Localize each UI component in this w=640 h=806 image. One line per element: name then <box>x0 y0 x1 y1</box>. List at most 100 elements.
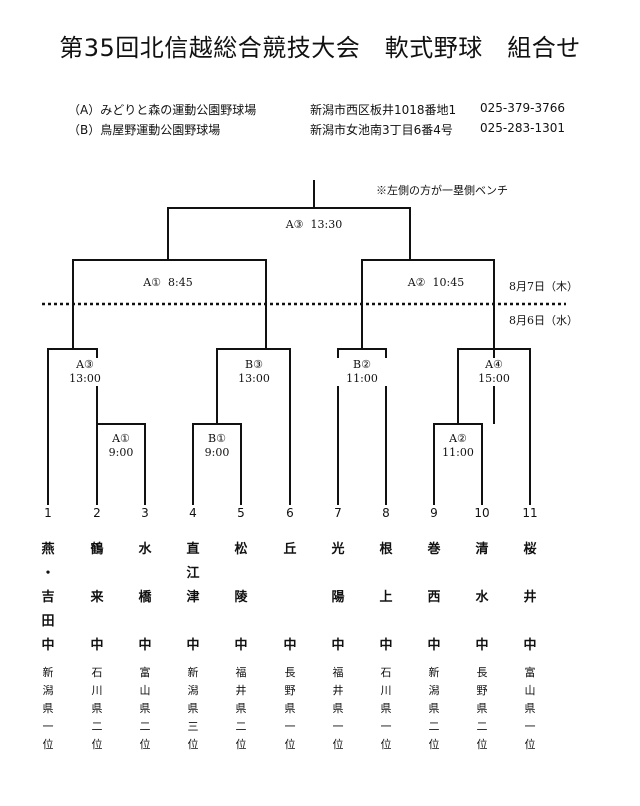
venue-a-name: （A）みどりと森の運動公園野球場 <box>68 103 257 117</box>
team-prefecture-rank: 長野県二位 <box>467 664 497 754</box>
team-pref-char: 潟 <box>428 684 440 697</box>
team-name-char: 陵 <box>234 590 248 605</box>
bracket-line-r1c <box>433 423 483 505</box>
team-name-char: 吉 <box>41 590 55 605</box>
team-name-char: 根 <box>379 542 393 557</box>
team-pref-char: 位 <box>235 738 247 751</box>
team-name-char <box>275 562 305 586</box>
team-name-char <box>515 610 545 634</box>
team-name-char <box>371 562 401 586</box>
team-pref-char: 長 <box>284 666 296 679</box>
team-name: 松陵中 <box>226 538 256 658</box>
team-name-char: 中 <box>331 638 345 653</box>
bracket-line-qf1 <box>47 348 98 505</box>
team-name-char: ・ <box>41 566 55 581</box>
team-name-char: 松 <box>234 542 248 557</box>
venue-b-address: 新潟市女池南3丁目6番4号 <box>310 123 453 137</box>
team-name-char <box>467 562 497 586</box>
team-pref-char: 井 <box>235 684 247 697</box>
team-pref-char: 潟 <box>187 684 199 697</box>
team-pref-char: 位 <box>91 738 103 751</box>
team-pref-char: 三 <box>187 720 199 733</box>
team-number: 3 <box>141 506 149 520</box>
team-pref-char: 野 <box>284 684 296 697</box>
team-pref-char: 川 <box>91 684 103 697</box>
team-name: 桜井中 <box>515 538 545 658</box>
team-pref-char: 新 <box>428 666 440 679</box>
team-pref-char: 位 <box>428 738 440 751</box>
venue-b-tel: 025-283-1301 <box>480 121 566 135</box>
page-title: 第35回北信越総合競技大会 軟式野球 組合せ <box>59 34 581 62</box>
team-name-char: 桜 <box>523 542 537 557</box>
team-number: 2 <box>93 506 101 520</box>
team-name-char <box>323 610 353 634</box>
team-pref-char: 二 <box>91 720 103 733</box>
team-pref-char: 位 <box>187 738 199 751</box>
team-pref-char: 一 <box>524 720 536 733</box>
team-pref-char: 位 <box>332 738 344 751</box>
team-pref-char: 富 <box>524 666 536 679</box>
team-pref-char: 二 <box>139 720 151 733</box>
team-pref-char: 石 <box>91 666 103 679</box>
team-prefecture-rank: 新潟県三位 <box>178 664 208 754</box>
team-name-char: 中 <box>90 638 104 653</box>
game-final-label: A③ 13:30 <box>276 218 352 232</box>
bracket-line-qf2 <box>216 348 291 505</box>
team-name-char: 田 <box>41 614 55 629</box>
team-name: 燕・吉田中 <box>33 538 63 658</box>
team-name-char <box>226 610 256 634</box>
team-pref-char: 一 <box>332 720 344 733</box>
team-name-char <box>275 586 305 610</box>
team-number: 11 <box>522 506 538 520</box>
team-pref-char: 富 <box>139 666 151 679</box>
team-name-char: 鶴 <box>90 542 104 557</box>
team-pref-char: 石 <box>380 666 392 679</box>
team-name-char: 巻 <box>427 542 441 557</box>
team-pref-char: 位 <box>476 738 488 751</box>
team-prefecture-rank: 新潟県二位 <box>419 664 449 754</box>
team-pref-char: 県 <box>332 702 344 715</box>
team-prefecture-rank: 富山県一位 <box>515 664 545 754</box>
team-pref-char: 新 <box>42 666 54 679</box>
team-number: 1 <box>44 506 52 520</box>
team-column: 11 桜井中富山県一位 <box>515 504 545 751</box>
team-name: 鶴来中 <box>82 538 112 658</box>
team-pref-char: 県 <box>235 702 247 715</box>
team-name-char <box>515 562 545 586</box>
team-name-char <box>82 610 112 634</box>
team-name-char <box>226 562 256 586</box>
team-name-char: 中 <box>427 638 441 653</box>
team-pref-char: 潟 <box>42 684 54 697</box>
team-name-char: 来 <box>90 590 104 605</box>
team-pref-char: 福 <box>235 666 247 679</box>
team-pref-char: 新 <box>187 666 199 679</box>
team-name-char: 丘 <box>283 542 297 557</box>
team-prefecture-rank: 石川県一位 <box>371 664 401 754</box>
team-pref-char: 山 <box>524 684 536 697</box>
team-pref-char: 二 <box>235 720 247 733</box>
team-name-char: 中 <box>234 638 248 653</box>
team-number: 9 <box>430 506 438 520</box>
team-name-char: 中 <box>283 638 297 653</box>
team-pref-char: 福 <box>332 666 344 679</box>
team-pref-char: 野 <box>476 684 488 697</box>
team-pref-char: 県 <box>42 702 54 715</box>
game-semi-right-label: A② 10:45 <box>396 276 476 290</box>
team-name: 根上中 <box>371 538 401 658</box>
team-name: 丘中 <box>275 538 305 658</box>
team-prefecture-rank: 福井県二位 <box>226 664 256 754</box>
game-semi-left-label: A① 8:45 <box>134 276 202 290</box>
team-name-char: 中 <box>523 638 537 653</box>
team-pref-char: 長 <box>476 666 488 679</box>
team-name-char: 中 <box>41 638 55 653</box>
